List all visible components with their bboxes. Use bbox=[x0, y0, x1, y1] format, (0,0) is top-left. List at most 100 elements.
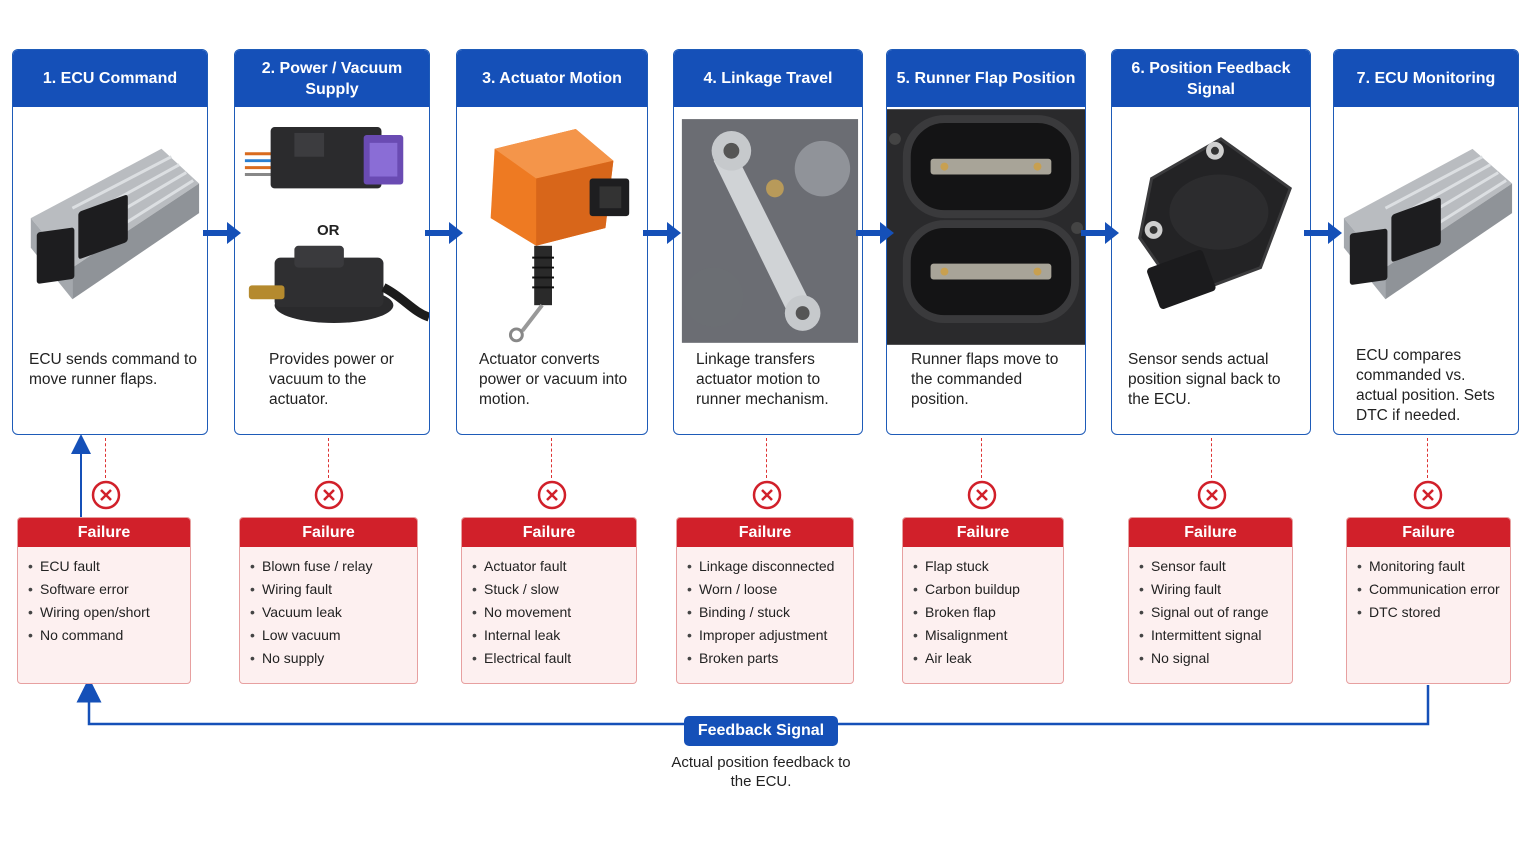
failure-connector-line bbox=[551, 438, 552, 478]
failure-item: •Carbon buildup bbox=[913, 581, 1020, 597]
or-label: OR bbox=[317, 222, 340, 239]
feedback-caption: Actual position feedback to the ECU. bbox=[671, 754, 851, 790]
position-sensor-image bbox=[1112, 108, 1310, 346]
failure-item: •Worn / loose bbox=[687, 581, 778, 597]
step-title: 7. ECU Monitoring bbox=[1334, 50, 1518, 107]
failure-box-power-vacuum-supply: Failure •Blown fuse / relay •Wiring faul… bbox=[239, 517, 418, 684]
failure-x-icon bbox=[1197, 480, 1227, 510]
failure-item: •Communication error bbox=[1357, 581, 1500, 597]
failure-box-runner-flap-position: Failure •Flap stuck •Carbon buildup •Bro… bbox=[902, 517, 1064, 684]
failure-item: •No signal bbox=[1139, 650, 1210, 666]
failure-x-icon bbox=[967, 480, 997, 510]
failure-item: •Flap stuck bbox=[913, 558, 989, 574]
failure-list: •Monitoring fault •Communication error •… bbox=[1347, 555, 1510, 624]
linkage-image bbox=[674, 108, 862, 346]
failure-item: •Monitoring fault bbox=[1357, 558, 1465, 574]
failure-box-ecu-monitoring: Failure •Monitoring fault •Communication… bbox=[1346, 517, 1511, 684]
failure-item: •Broken parts bbox=[687, 650, 779, 666]
feedback-signal-badge: Feedback Signal bbox=[684, 716, 838, 746]
failure-list: •Flap stuck •Carbon buildup •Broken flap… bbox=[903, 555, 1063, 670]
failure-item: •No command bbox=[28, 627, 124, 643]
failure-title: Failure bbox=[462, 518, 636, 547]
failure-item: •Linkage disconnected bbox=[687, 558, 835, 574]
failure-box-position-feedback-signal: Failure •Sensor fault •Wiring fault •Sig… bbox=[1128, 517, 1293, 684]
failure-x-icon bbox=[752, 480, 782, 510]
failure-item: •Sensor fault bbox=[1139, 558, 1226, 574]
failure-list: •Linkage disconnected •Worn / loose •Bin… bbox=[677, 555, 853, 670]
step-card-linkage-travel: 4. Linkage Travel Linkage transfers actu… bbox=[673, 49, 863, 435]
failure-connector-line bbox=[766, 438, 767, 478]
failure-item: •Signal out of range bbox=[1139, 604, 1269, 620]
actuator-image bbox=[457, 108, 647, 346]
failure-box-ecu-command: Failure •ECU fault •Software error •Wiri… bbox=[17, 517, 191, 684]
failure-x-icon bbox=[91, 480, 121, 510]
step-description: ECU sends command to move runner flaps. bbox=[29, 351, 197, 388]
step-card-runner-flap-position: 5. Runner Flap Position Runner flaps mov… bbox=[886, 49, 1086, 435]
failure-connector-line bbox=[105, 438, 106, 478]
step-card-ecu-monitoring: 7. ECU Monitoring ECU compares commanded… bbox=[1333, 49, 1519, 435]
step-description: Linkage transfers actuator motion to run… bbox=[696, 351, 829, 408]
failure-item: •Wiring open/short bbox=[28, 604, 150, 620]
failure-title: Failure bbox=[1347, 518, 1510, 547]
flow-arrow-icon bbox=[203, 222, 241, 244]
failure-item: •Vacuum leak bbox=[250, 604, 342, 620]
failure-box-linkage-travel: Failure •Linkage disconnected •Worn / lo… bbox=[676, 517, 854, 684]
step-description: Runner flaps move to the commanded posit… bbox=[911, 351, 1059, 408]
step-description: Actuator converts power or vacuum into m… bbox=[479, 351, 628, 408]
step-title: 4. Linkage Travel bbox=[674, 50, 862, 107]
failure-item: •No movement bbox=[472, 604, 572, 620]
failure-title: Failure bbox=[677, 518, 853, 547]
step-description: ECU compares commanded vs. actual positi… bbox=[1356, 347, 1495, 424]
failure-list: •ECU fault •Software error •Wiring open/… bbox=[18, 555, 190, 647]
flow-arrow-icon bbox=[1081, 222, 1119, 244]
ecu-module-image bbox=[13, 108, 207, 346]
failure-x-icon bbox=[537, 480, 567, 510]
failure-item: •Actuator fault bbox=[472, 558, 567, 574]
ecu-module-image bbox=[1334, 108, 1518, 346]
failure-item: •Broken flap bbox=[913, 604, 996, 620]
step-card-power-vacuum-supply: 2. Power / Vacuum Supply OR Provides pow… bbox=[234, 49, 430, 435]
failure-x-icon bbox=[314, 480, 344, 510]
failure-box-actuator-motion: Failure •Actuator fault •Stuck / slow •N… bbox=[461, 517, 637, 684]
step-description: Sensor sends actual position signal back… bbox=[1128, 351, 1281, 408]
flow-arrow-icon bbox=[1304, 222, 1342, 244]
failure-item: •Wiring fault bbox=[250, 581, 333, 597]
step-card-ecu-command: 1. ECU Command ECU sends command to move… bbox=[12, 49, 208, 435]
failure-title: Failure bbox=[903, 518, 1063, 547]
step-title: 1. ECU Command bbox=[13, 50, 207, 107]
flow-arrow-icon bbox=[856, 222, 894, 244]
failure-item: •Electrical fault bbox=[472, 650, 572, 666]
step-title: 3. Actuator Motion bbox=[457, 50, 647, 107]
failure-item: •Wiring fault bbox=[1139, 581, 1222, 597]
failure-item: •Low vacuum bbox=[250, 627, 341, 643]
failure-item: •Binding / stuck bbox=[687, 604, 791, 620]
failure-item: •Air leak bbox=[913, 650, 972, 666]
failure-item: •ECU fault bbox=[28, 558, 100, 574]
flow-arrow-icon bbox=[643, 222, 681, 244]
failure-item: •No supply bbox=[250, 650, 325, 666]
relay-and-vacuum-pump-image bbox=[235, 108, 429, 346]
failure-list: •Sensor fault •Wiring fault •Signal out … bbox=[1129, 555, 1292, 670]
step-title: 2. Power / Vacuum Supply bbox=[235, 50, 429, 107]
failure-item: •Intermittent signal bbox=[1139, 627, 1262, 643]
failure-item: •Blown fuse / relay bbox=[250, 558, 373, 574]
failure-item: •DTC stored bbox=[1357, 604, 1441, 620]
failure-item: •Internal leak bbox=[472, 627, 561, 643]
failure-item: •Software error bbox=[28, 581, 129, 597]
step-title: 5. Runner Flap Position bbox=[887, 50, 1085, 107]
step-card-actuator-motion: 3. Actuator Motion Actuator converts pow… bbox=[456, 49, 648, 435]
failure-list: •Blown fuse / relay •Wiring fault •Vacuu… bbox=[240, 555, 417, 670]
step-title: 6. Position Feedback Signal bbox=[1112, 50, 1310, 107]
flow-arrow-icon bbox=[425, 222, 463, 244]
failure-connector-line bbox=[981, 438, 982, 478]
step-description: Provides power or vacuum to the actuator… bbox=[269, 351, 394, 408]
failure-title: Failure bbox=[18, 518, 190, 547]
failure-connector-line bbox=[1427, 438, 1428, 478]
failure-item: •Misalignment bbox=[913, 627, 1008, 643]
failure-connector-line bbox=[1211, 438, 1212, 478]
failure-item: •Stuck / slow bbox=[472, 581, 559, 597]
failure-title: Failure bbox=[240, 518, 417, 547]
failure-x-icon bbox=[1413, 480, 1443, 510]
step-card-position-feedback-signal: 6. Position Feedback Signal Sensor sends… bbox=[1111, 49, 1311, 435]
failure-title: Failure bbox=[1129, 518, 1292, 547]
